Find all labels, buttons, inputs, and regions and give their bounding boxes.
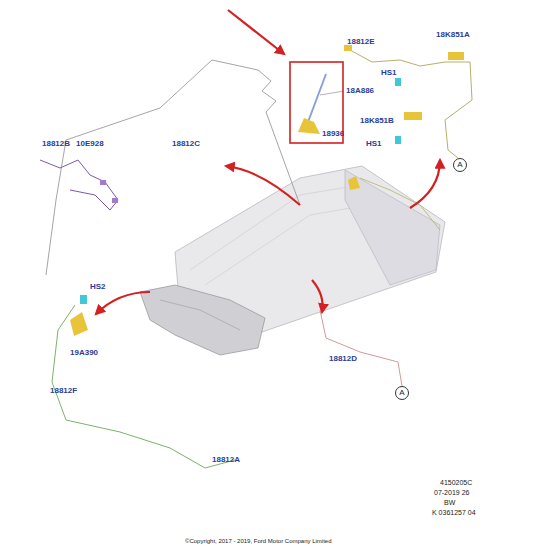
part-number: 18936: [322, 129, 344, 138]
module-18K851B: [404, 112, 422, 120]
part-number: 19A390: [70, 348, 98, 357]
drawing-note: ©Copyright, 2017 - 2019, Ford Motor Comp…: [185, 537, 332, 546]
part-number: HS1: [366, 139, 382, 148]
wire-18812F: [52, 305, 235, 468]
part-number: 18812C: [172, 139, 200, 148]
part-number: 18812D: [329, 354, 357, 363]
part-number: 10E928: [76, 139, 104, 148]
callout-circle: A: [395, 386, 409, 400]
wire-18812B: [40, 160, 118, 210]
module-19A390: [70, 312, 88, 336]
part-number: 18812A: [212, 455, 240, 464]
part-number: 18812E: [347, 37, 375, 46]
part-number: 18K851B: [360, 116, 394, 125]
antenna-base: [298, 118, 320, 134]
drawing-note: K 0361257 04: [432, 508, 476, 517]
wire-18812E: [350, 50, 472, 158]
module-18K851A: [448, 52, 464, 60]
drawing-note: 4150205C: [440, 478, 472, 487]
part-number: HS2: [90, 282, 106, 291]
part-number: HS1: [381, 68, 397, 77]
part-number: 18812F: [50, 386, 77, 395]
callout-letter: A: [457, 161, 462, 169]
drawing-note: 07-2019 26: [434, 488, 469, 497]
drawing-note: BW: [444, 498, 455, 507]
wire-18812D: [320, 310, 402, 386]
part-number: 18K851A: [436, 30, 470, 39]
callout-circle: A: [453, 158, 467, 172]
callout-letter: A: [399, 389, 404, 397]
part-number: 18A886: [346, 86, 374, 95]
part-number: 18812B: [42, 139, 70, 148]
trim-panel: [140, 285, 265, 355]
